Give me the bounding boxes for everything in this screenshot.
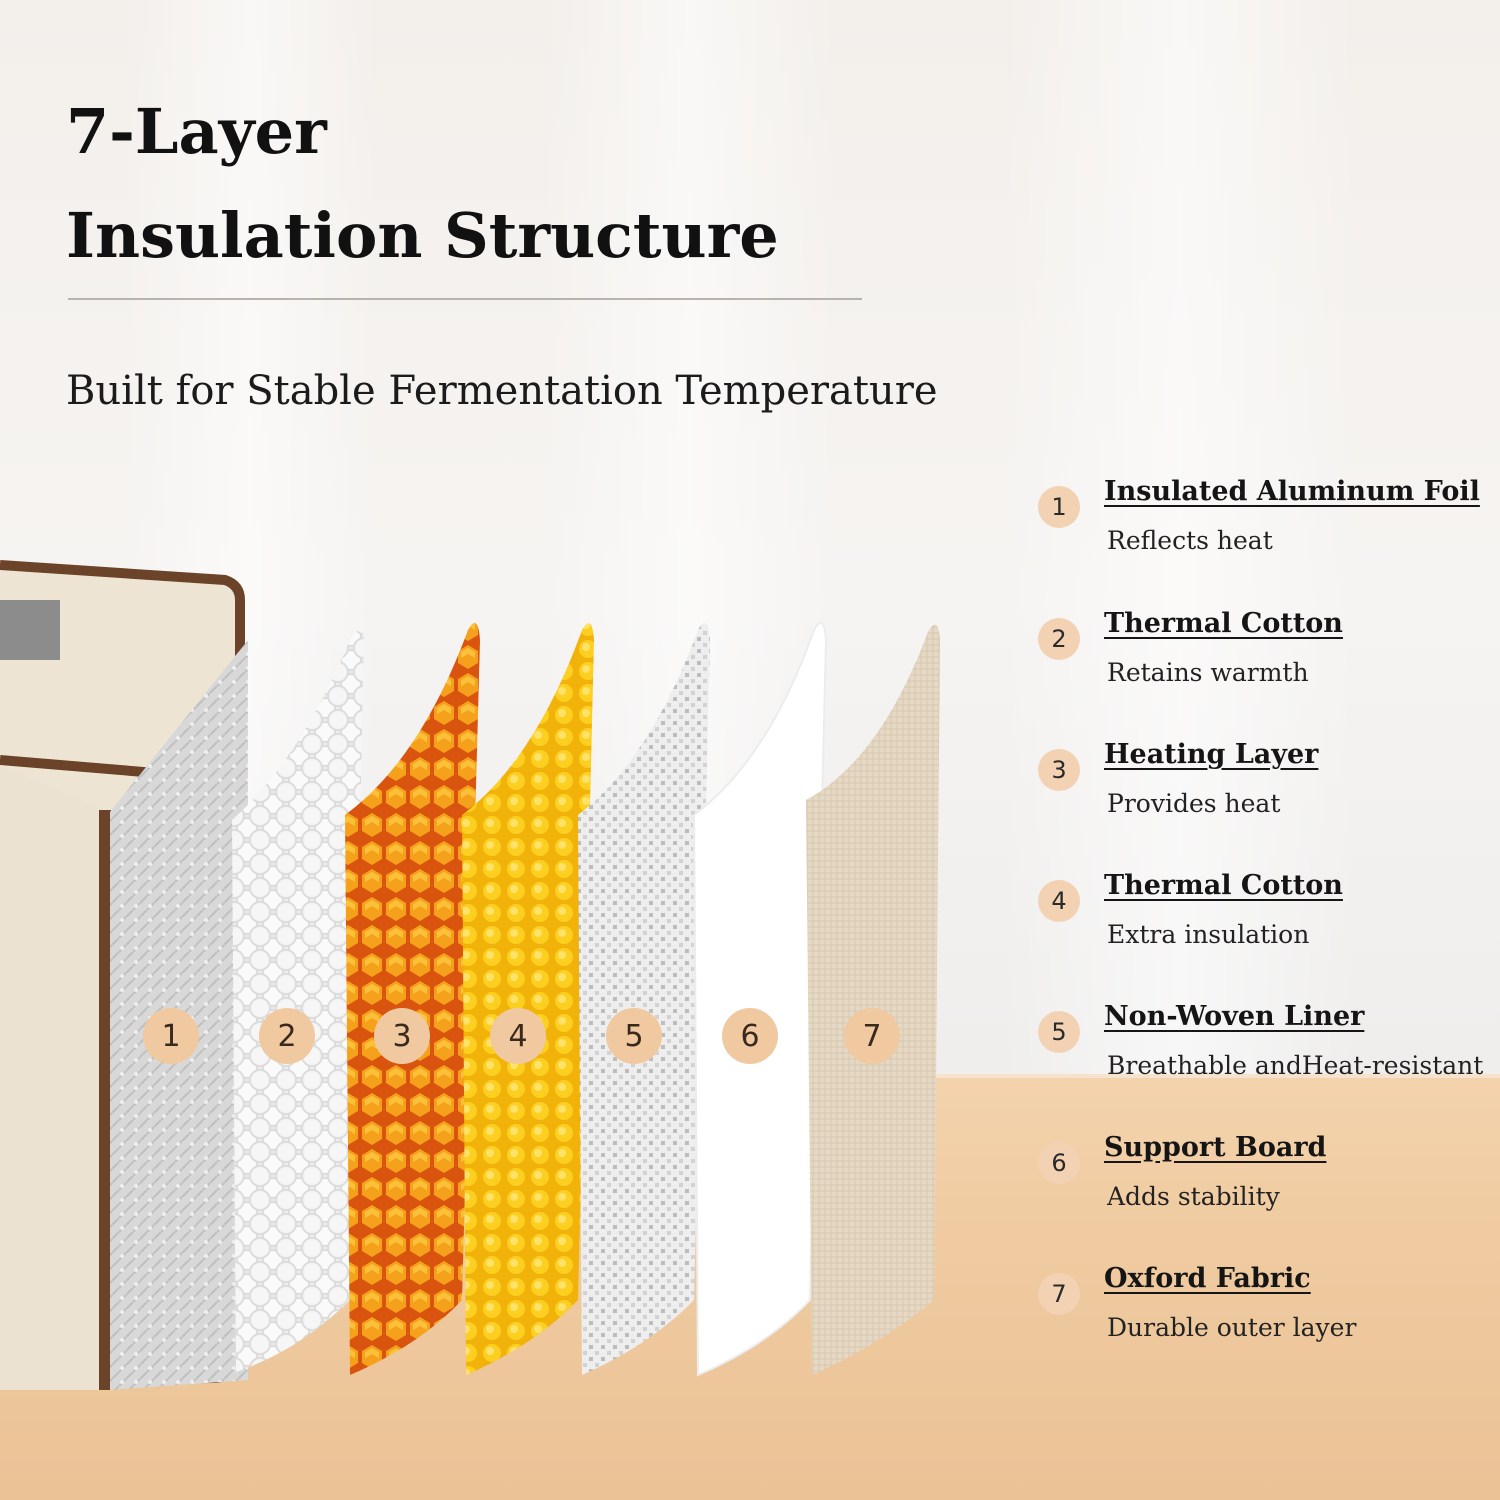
layer-badge-6: 6 — [722, 1008, 778, 1064]
layer-badge-4: 4 — [490, 1008, 546, 1064]
legend-description: Durable outer layer — [1107, 1313, 1357, 1342]
legend-title: Oxford Fabric — [1104, 1263, 1311, 1294]
legend-title: Non-Woven Liner — [1104, 1001, 1365, 1032]
layer-badge-5: 5 — [606, 1008, 662, 1064]
layer-6-support-board — [692, 621, 828, 1377]
legend-description: Retains warmth — [1107, 658, 1309, 687]
legend-title: Thermal Cotton — [1104, 870, 1343, 901]
legend-item: 3 Heating Layer Provides heat — [1038, 739, 1488, 829]
layer-7-oxford-fabric — [806, 624, 940, 1375]
legend-description: Extra insulation — [1107, 920, 1310, 949]
page-title: 7-Layer Insulation Structure — [66, 80, 779, 288]
layer-badge-2: 2 — [259, 1008, 315, 1064]
legend-description: Adds stability — [1107, 1182, 1280, 1211]
legend-item: 1 Insulated Aluminum Foil Reflects heat — [1038, 476, 1488, 566]
title-line-2: Insulation Structure — [66, 199, 779, 272]
legend-number: 2 — [1038, 618, 1080, 660]
legend-description: Provides heat — [1107, 789, 1281, 818]
subtitle: Built for Stable Fermentation Temperatur… — [66, 368, 938, 414]
layer-5-non-woven-liner — [578, 622, 710, 1375]
legend-number: 6 — [1038, 1142, 1080, 1184]
title-divider — [68, 298, 862, 300]
legend-description: Reflects heat — [1107, 526, 1273, 555]
legend-title: Heating Layer — [1104, 739, 1319, 770]
legend-item: 7 Oxford Fabric Durable outer layer — [1038, 1263, 1488, 1353]
legend-title: Support Board — [1104, 1132, 1327, 1163]
layer-badge-7: 7 — [844, 1008, 900, 1064]
title-line-1: 7-Layer — [66, 95, 327, 168]
legend-number: 1 — [1038, 486, 1080, 528]
legend-item: 4 Thermal Cotton Extra insulation — [1038, 870, 1488, 960]
legend-number: 5 — [1038, 1011, 1080, 1053]
legend-item: 5 Non-Woven Liner Breathable andHeat-res… — [1038, 1001, 1488, 1091]
legend-number: 4 — [1038, 880, 1080, 922]
legend-number: 3 — [1038, 749, 1080, 791]
legend-number: 7 — [1038, 1273, 1080, 1315]
legend-title: Thermal Cotton — [1104, 608, 1343, 639]
layer-badge-3: 3 — [374, 1008, 430, 1064]
legend-item: 2 Thermal Cotton Retains warmth — [1038, 608, 1488, 698]
legend-description: Breathable andHeat-resistant — [1107, 1051, 1484, 1080]
legend-item: 6 Support Board Adds stability — [1038, 1132, 1488, 1222]
legend-title: Insulated Aluminum Foil — [1104, 476, 1480, 507]
layer-2-thermal-cotton — [232, 630, 364, 1372]
layer-4-thermal-cotton — [462, 622, 594, 1375]
layer-badge-1: 1 — [143, 1008, 199, 1064]
layer-3-heating — [345, 622, 480, 1375]
fermentation-bag — [0, 560, 248, 1390]
